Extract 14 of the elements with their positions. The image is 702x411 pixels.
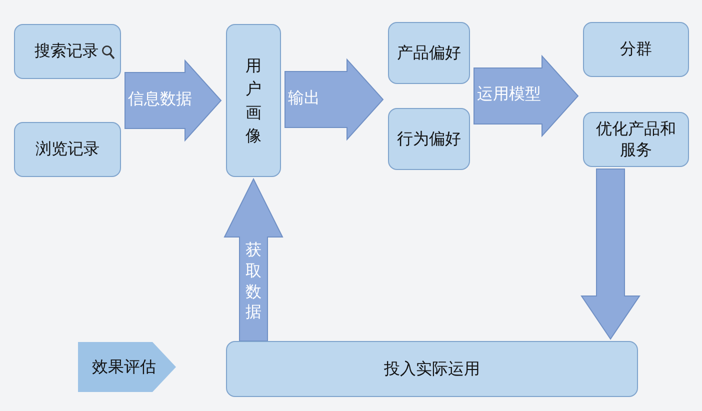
process-box: 优化产品和服务 xyxy=(583,112,689,167)
box-label: 搜索记录 xyxy=(34,41,98,62)
process-box: 产品偏好 xyxy=(388,22,470,84)
edge-label: 运用模型 xyxy=(477,84,541,104)
edge-label: 输出 xyxy=(288,88,320,108)
process-box: 行为偏好 xyxy=(388,108,470,170)
block-arrow xyxy=(580,168,640,340)
block-arrow xyxy=(284,58,384,141)
process-box: 分群 xyxy=(583,22,689,77)
process-box: 浏览记录 xyxy=(14,122,121,177)
process-box: 投入实际运用 xyxy=(226,341,638,397)
process-box xyxy=(14,24,121,79)
process-box: 用户画像 xyxy=(226,24,281,177)
edge-label: 信息数据 xyxy=(128,88,192,108)
